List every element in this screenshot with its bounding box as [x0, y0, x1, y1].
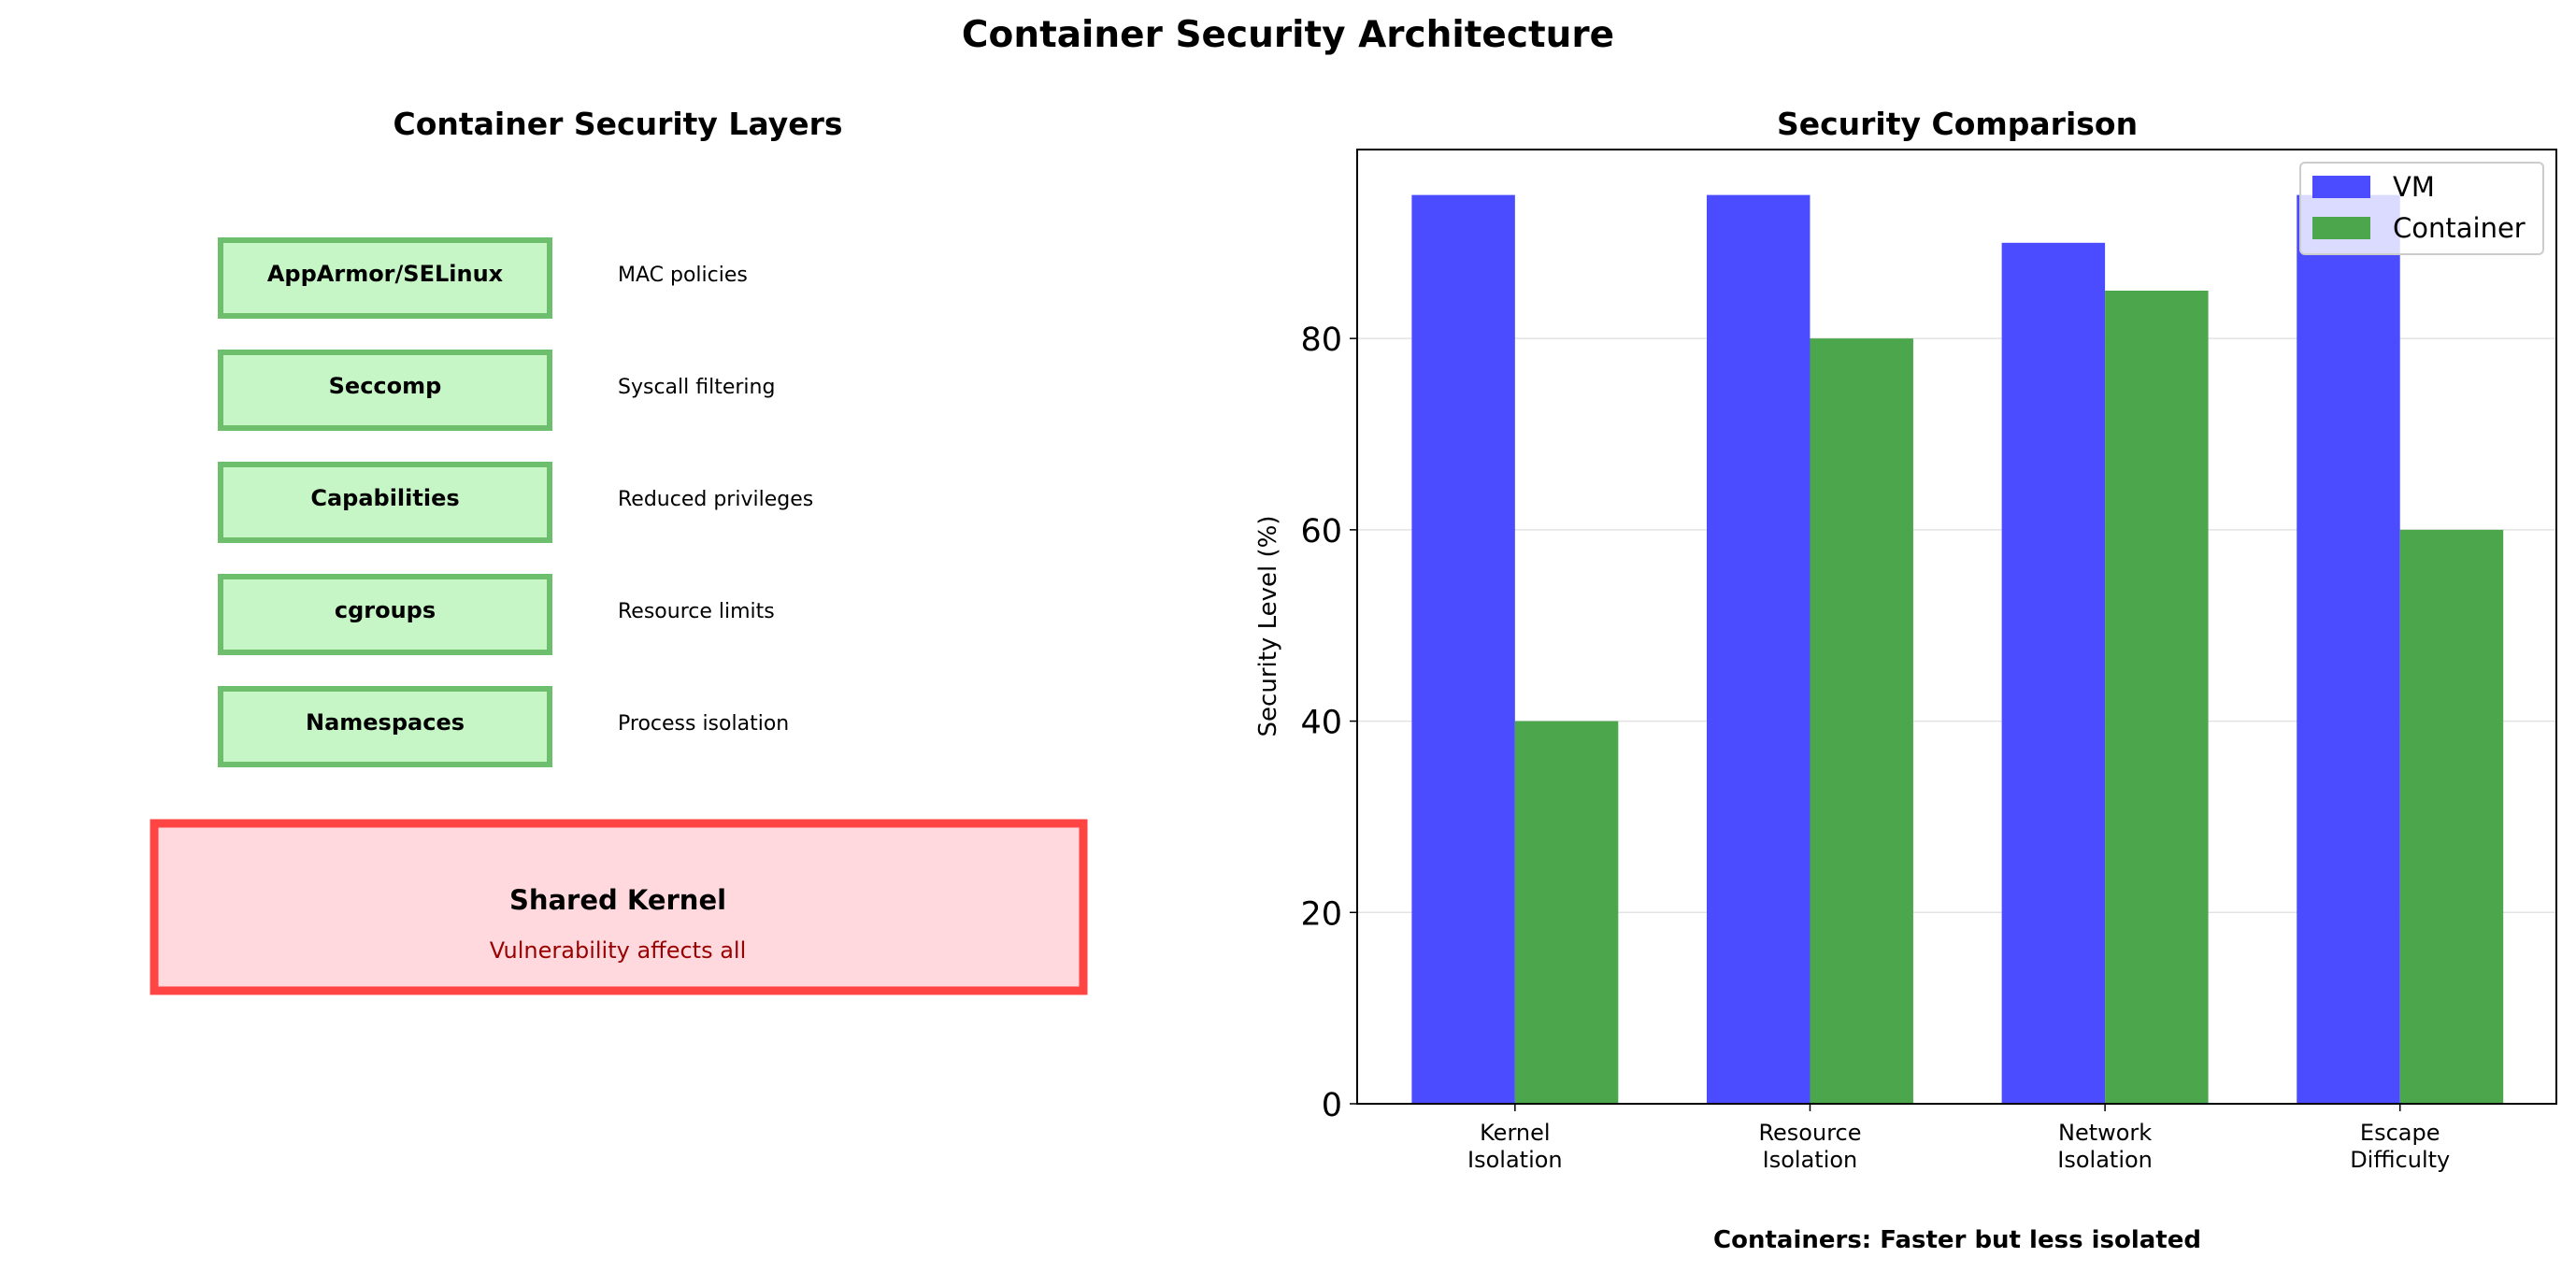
y-tick-label: 40: [1300, 705, 1342, 742]
layer-item: cgroups Resource limits: [218, 574, 775, 655]
legend: VM Container: [2299, 162, 2544, 255]
layer-name: Namespaces: [306, 709, 465, 736]
bar-vm: [2001, 242, 2106, 1104]
shared-kernel-box: [150, 819, 1088, 995]
layers-panel-title: Container Security Layers: [393, 106, 842, 142]
layer-name: Capabilities: [310, 485, 459, 511]
legend-label: Container: [2393, 212, 2526, 244]
bar-vm: [1411, 194, 1515, 1105]
y-tick-label: 80: [1300, 322, 1342, 359]
security-layers-panel: Container Security Layers AppArmor/SELin…: [150, 106, 1088, 995]
layer-description: Resource limits: [618, 600, 775, 623]
x-axis-label: Containers: Faster but less isolated: [1713, 1226, 2201, 1254]
plot-frame: [1356, 149, 2557, 1105]
shared-kernel-subtitle: Vulnerability affects all: [490, 937, 747, 964]
layer-description: Process isolation: [618, 712, 789, 736]
layer-item: Seccomp Syscall filtering: [218, 350, 775, 431]
layer-name: Seccomp: [329, 373, 442, 399]
legend-swatch: [2312, 217, 2370, 239]
bar-vm: [2297, 194, 2400, 1105]
layer-item: AppArmor/SELinux MAC policies: [218, 237, 748, 319]
layer-box: [218, 237, 552, 319]
y-axis-label: Security Level (%): [1254, 516, 1282, 737]
bar-container: [1514, 721, 1619, 1104]
layer-description: Syscall filtering: [618, 376, 775, 399]
y-tick-label: 0: [1322, 1087, 1342, 1124]
layer-box: [218, 462, 552, 543]
y-tick-label: 20: [1300, 895, 1342, 933]
legend-swatch: [2312, 176, 2370, 198]
bar-container: [2105, 290, 2209, 1104]
layer-box: [218, 574, 552, 655]
y-tick-label: 60: [1300, 513, 1342, 550]
layer-box: [218, 350, 552, 431]
layer-description: Reduced privileges: [618, 488, 813, 511]
chart-title: Security Comparison: [1777, 106, 2138, 142]
layer-name: AppArmor/SELinux: [267, 261, 504, 287]
legend-label: VM: [2393, 171, 2435, 203]
layer-name: cgroups: [335, 597, 436, 623]
layer-item: Capabilities Reduced privileges: [218, 462, 813, 543]
bar-container: [2399, 529, 2504, 1104]
bar-vm: [1707, 194, 1810, 1105]
bar-container: [1810, 338, 1913, 1104]
layer-description: MAC policies: [618, 264, 748, 287]
layer-item: Namespaces Process isolation: [218, 686, 789, 767]
layer-box: [218, 686, 552, 767]
shared-kernel-title: Shared Kernel: [509, 884, 726, 916]
figure-title: Container Security Architecture: [962, 14, 1614, 56]
